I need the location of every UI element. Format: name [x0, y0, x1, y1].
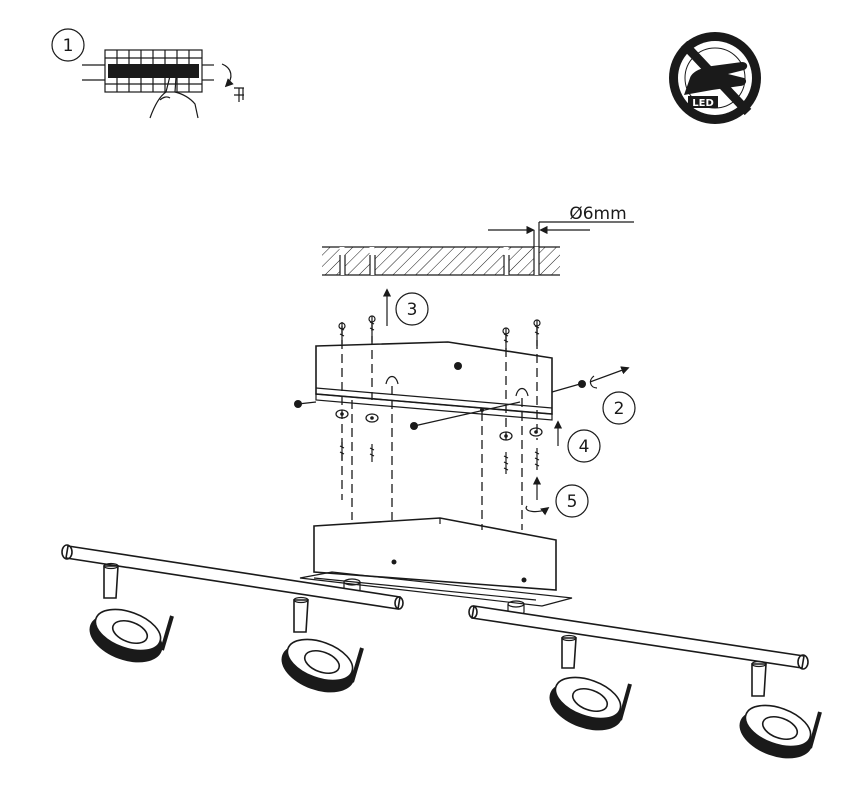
- step-1-number: 1: [63, 36, 74, 56]
- step-2-unscrew: 2: [589, 366, 636, 425]
- fuse-box-icon: [82, 49, 214, 119]
- step-5-number: 5: [567, 492, 578, 512]
- step-4-number: 4: [579, 437, 590, 457]
- step-3-circle: [395, 292, 429, 326]
- mounting-plate: [294, 315, 586, 430]
- drill-dimension: Ø6mm: [488, 204, 634, 235]
- ceiling-section: [322, 222, 560, 276]
- screw-head-right: [578, 380, 586, 388]
- spotlight-4: [739, 660, 822, 759]
- step-3-number: 3: [407, 300, 418, 320]
- step-1-circle: [51, 28, 85, 62]
- alignment-lines: [341, 322, 538, 530]
- led-badge-text: LED: [692, 98, 714, 109]
- drill-diameter-label: Ø6mm: [569, 204, 626, 224]
- step-3-lift: 3: [382, 288, 429, 326]
- no-touch-led-badge: LED: [669, 32, 761, 124]
- rotate-off-arrow-icon: [221, 63, 234, 88]
- step-4-circle: [567, 429, 601, 463]
- screw-head-left: [294, 400, 302, 408]
- right-bar-arm: [468, 605, 809, 670]
- canopy: [299, 517, 573, 616]
- spotlight-2: [281, 596, 364, 693]
- left-bar-arm: [61, 544, 404, 610]
- spotlight-1: [89, 562, 174, 663]
- step-5-screw-in: 5: [525, 476, 589, 518]
- step-1-power-off: 1: [51, 28, 244, 119]
- power-off-symbol-icon: [234, 87, 244, 102]
- step-2-number: 2: [614, 399, 625, 419]
- step-2-circle: [602, 391, 636, 425]
- washers-and-screws: [335, 409, 543, 474]
- step-5-circle: [555, 484, 589, 518]
- screw-head-front: [410, 422, 418, 430]
- spotlight-3: [549, 634, 632, 731]
- step-4-push-up: 4: [553, 420, 601, 463]
